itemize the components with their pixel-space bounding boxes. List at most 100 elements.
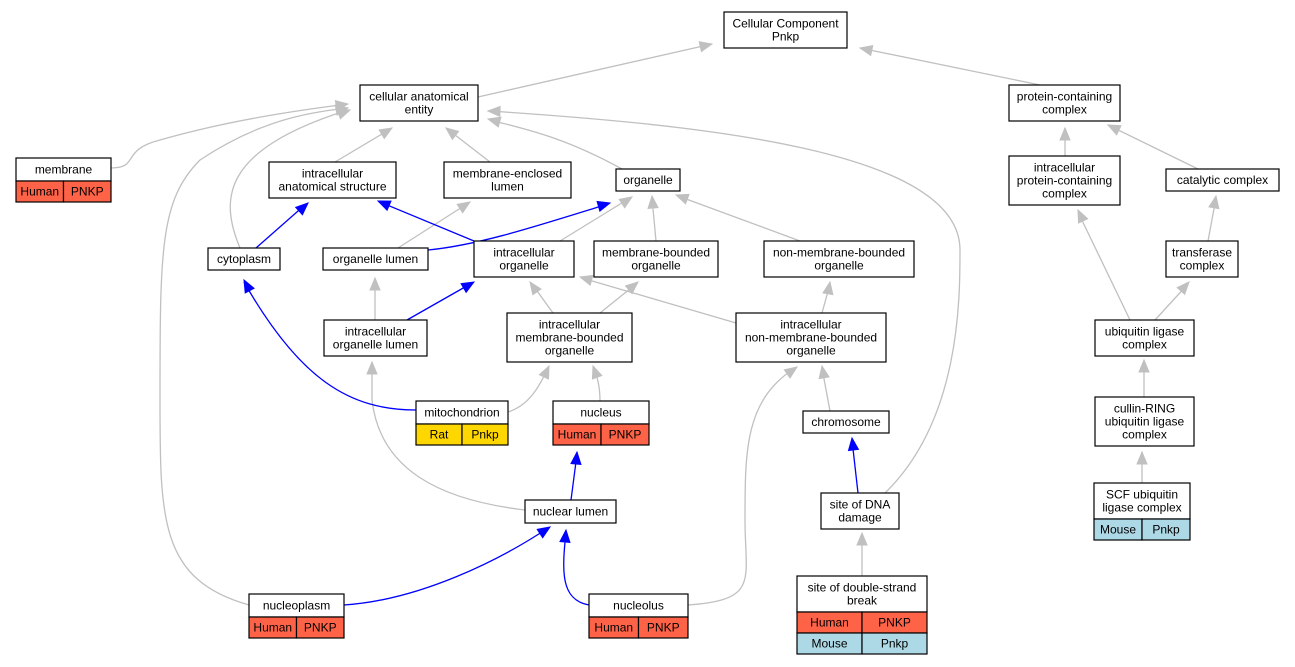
arrowhead bbox=[1136, 450, 1148, 465]
node-imbo-label: organelle bbox=[545, 344, 595, 358]
arrowhead bbox=[486, 105, 501, 118]
edges bbox=[110, 41, 1220, 606]
node-iol-box bbox=[323, 319, 428, 357]
edge-iol-io bbox=[406, 281, 476, 321]
species-cell-bg bbox=[62, 180, 112, 203]
arrowhead bbox=[559, 528, 571, 543]
arrowhead bbox=[334, 104, 350, 116]
edge-mito-cyto bbox=[243, 278, 417, 411]
node-orgl[interactable]: organelle lumen bbox=[322, 247, 429, 271]
edge-line bbox=[1107, 124, 1199, 170]
edge-io-ias bbox=[376, 200, 475, 242]
node-chr[interactable]: chromosome bbox=[802, 410, 890, 434]
node-sdd-label: damage bbox=[838, 511, 882, 525]
node-crl-box bbox=[1094, 396, 1195, 447]
edge-line bbox=[343, 527, 549, 606]
edge-line bbox=[427, 203, 609, 251]
node-nucp-species-cell: Human bbox=[248, 616, 298, 639]
edge-mem-cae bbox=[110, 100, 350, 169]
species-name: Human bbox=[558, 428, 597, 442]
node-inmbo-label: non-membrane-bounded bbox=[745, 331, 877, 345]
edge-line bbox=[159, 107, 349, 606]
arrowhead bbox=[858, 44, 874, 57]
node-mito-species-cell: Rat bbox=[415, 423, 463, 446]
arrowhead bbox=[538, 364, 550, 380]
node-pcc-label: complex bbox=[1042, 103, 1087, 117]
arrowhead bbox=[591, 364, 603, 380]
node-org-label: organelle bbox=[623, 173, 673, 187]
edge-ias-cae bbox=[334, 127, 394, 163]
edge-org-cae bbox=[486, 116, 623, 170]
edge-trc-catc bbox=[1207, 194, 1220, 242]
node-scf-label: ligase complex bbox=[1102, 501, 1181, 515]
species-name: Human bbox=[594, 621, 633, 635]
node-inmbo[interactable]: intracellularnon-membrane-boundedorganel… bbox=[735, 312, 887, 363]
edge-nuc-imbo bbox=[591, 364, 603, 402]
node-catc[interactable]: catalytic complex bbox=[1165, 168, 1280, 192]
node-sdd-box bbox=[820, 492, 900, 530]
arrowhead bbox=[578, 274, 594, 286]
node-cc-label: Cellular Component bbox=[732, 17, 839, 31]
arrowhead bbox=[1138, 358, 1150, 373]
arrowhead bbox=[570, 450, 582, 465]
arrowhead bbox=[378, 127, 394, 140]
node-ulc-label: ubiquitin ligase bbox=[1105, 325, 1185, 339]
species-name: Human bbox=[20, 185, 59, 199]
edge-line bbox=[581, 277, 737, 324]
node-catc-label: catalytic complex bbox=[1177, 173, 1268, 187]
node-nucl-species-cell: PNKP bbox=[637, 616, 689, 639]
edge-line bbox=[110, 103, 349, 169]
node-nl[interactable]: nuclear lumen bbox=[524, 499, 617, 524]
node-trc-label: transferase bbox=[1172, 246, 1232, 260]
species-name: Mouse bbox=[811, 637, 847, 651]
species-cell-bg bbox=[1141, 518, 1191, 541]
node-org[interactable]: organelle bbox=[615, 168, 681, 192]
node-crl-label: ubiquitin ligase bbox=[1105, 415, 1185, 429]
edge-inmbo-io bbox=[578, 274, 737, 324]
edge-pcc-cc bbox=[858, 44, 1041, 86]
node-catc-box bbox=[1165, 168, 1280, 192]
node-chr-box bbox=[802, 410, 890, 434]
node-orgl-box bbox=[322, 247, 429, 271]
node-scf-species-cell: Mouse bbox=[1093, 518, 1143, 541]
arrowhead bbox=[376, 200, 392, 212]
edge-ulc-trc bbox=[1154, 281, 1190, 321]
edge-line bbox=[559, 197, 631, 242]
node-cyto[interactable]: cytoplasm bbox=[207, 247, 281, 271]
species-cell-bg bbox=[861, 632, 928, 655]
arrowhead bbox=[1208, 194, 1220, 210]
arrowhead bbox=[486, 116, 502, 128]
edge-cyto-ias bbox=[255, 202, 309, 249]
node-orgl-label: organelle lumen bbox=[333, 252, 418, 266]
node-inmbo-label: organelle bbox=[786, 344, 836, 358]
node-sdsb-label: site of double-strand bbox=[808, 581, 917, 595]
node-cae-label: cellular anatomical bbox=[369, 90, 468, 104]
node-cyto-box bbox=[207, 247, 281, 271]
gene-symbol: PNKP bbox=[71, 185, 104, 199]
arrowhead bbox=[698, 41, 714, 53]
node-cae-label: entity bbox=[405, 103, 434, 117]
